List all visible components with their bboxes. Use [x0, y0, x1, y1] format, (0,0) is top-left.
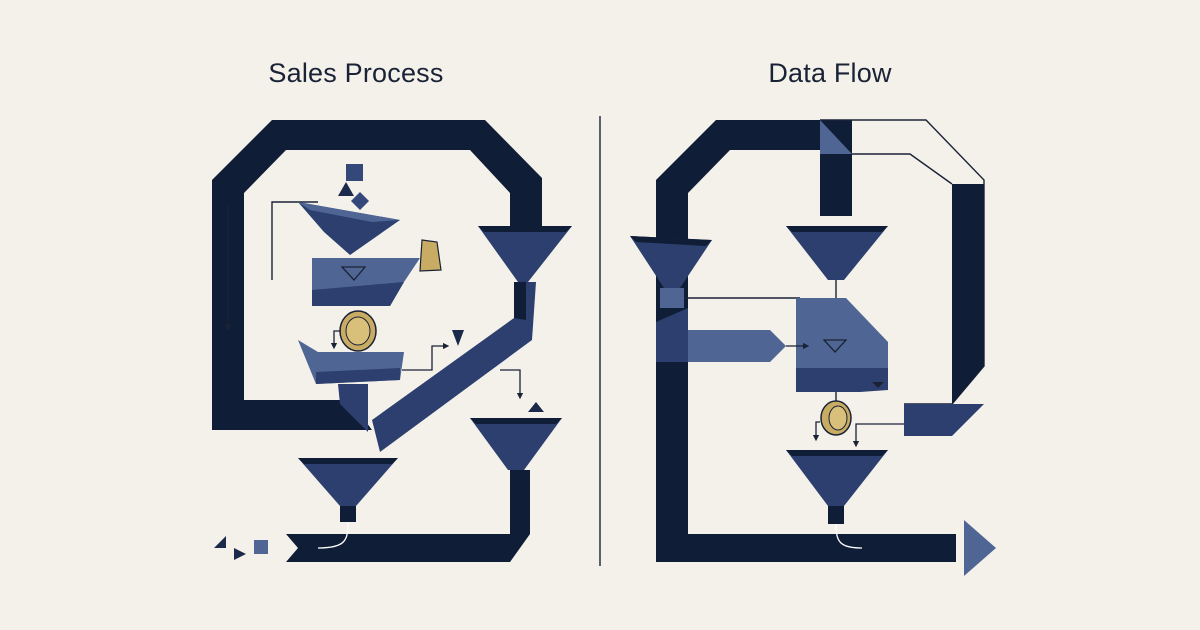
- funnel-icon-2: [470, 418, 562, 470]
- small-square-shape-2: [254, 540, 268, 554]
- sales-process-diagram: [212, 120, 572, 562]
- diagonal-chute-dark: [514, 282, 526, 320]
- small-triangle-shape-5: [234, 548, 246, 560]
- small-triangle-shape-3: [528, 402, 544, 412]
- small-square-shape: [346, 164, 363, 181]
- funnel-rim-3: [298, 458, 398, 464]
- funnel-icon: [478, 226, 572, 282]
- outer-loop-pipe: [212, 120, 542, 430]
- gold-tag-icon: [419, 239, 442, 272]
- small-triangle-shape-4: [214, 536, 226, 548]
- exit-arrow: [964, 520, 996, 576]
- lower-block-shade: [316, 368, 400, 384]
- processing-block-shade: [312, 282, 404, 306]
- data-flow-title: Data Flow: [768, 58, 892, 88]
- right-pipe: [952, 184, 984, 404]
- outline-flow-line-inner: [852, 153, 953, 185]
- funnel-rim-2: [470, 418, 562, 424]
- funnel-icon-5: [786, 450, 888, 506]
- coin-icon-2: [820, 400, 852, 436]
- lower-block-chute: [338, 384, 368, 432]
- coin-arrow: [330, 330, 341, 350]
- small-down-triangle-icon: [340, 266, 367, 281]
- processing-machine: [796, 298, 888, 386]
- branch-arrow-2: [500, 369, 524, 400]
- sales-process-title: Sales Process: [268, 58, 444, 88]
- hopper-spout: [660, 288, 684, 308]
- hopper-highlight: [298, 202, 400, 222]
- hopper-rim-2: [630, 236, 712, 246]
- hopper-icon-2: [630, 236, 712, 288]
- spout-line-2: [835, 523, 863, 549]
- vertical-drop-light: [820, 120, 852, 154]
- right-pipe-tab: [904, 404, 952, 436]
- funnel-rim: [478, 226, 572, 232]
- spout-line: [317, 521, 349, 549]
- return-pipe: [286, 470, 530, 562]
- funnel-icon-3: [298, 458, 398, 506]
- right-pipe-tab-corner: [952, 404, 984, 436]
- diagonal-chute: [372, 282, 536, 452]
- funnel-spout: [340, 506, 356, 522]
- funnel-spout-2: [828, 506, 844, 524]
- hopper-icon: [298, 202, 400, 255]
- left-block: [656, 308, 688, 362]
- funnel-rim-4: [786, 226, 888, 232]
- processing-machine-shade: [796, 368, 888, 392]
- right-arrow-block: [688, 330, 786, 362]
- funnel-icon-4: [786, 226, 888, 280]
- small-down-triangle-icon-3: [872, 382, 884, 388]
- small-diamond-shape: [351, 192, 369, 210]
- funnel-rim-5: [786, 450, 888, 456]
- feed-line: [271, 201, 318, 280]
- small-triangle-shape: [338, 182, 354, 196]
- coin-icon: [339, 310, 377, 352]
- outer-loop-pipe-2: [656, 120, 956, 562]
- small-triangle-shape-2: [452, 330, 464, 346]
- small-down-triangle-icon-2: [822, 339, 848, 353]
- branch-arrow-1: [402, 342, 450, 371]
- tab-connector-arrow: [852, 423, 904, 448]
- data-flow-diagram: [630, 119, 996, 576]
- coin-arrow-2: [812, 421, 820, 442]
